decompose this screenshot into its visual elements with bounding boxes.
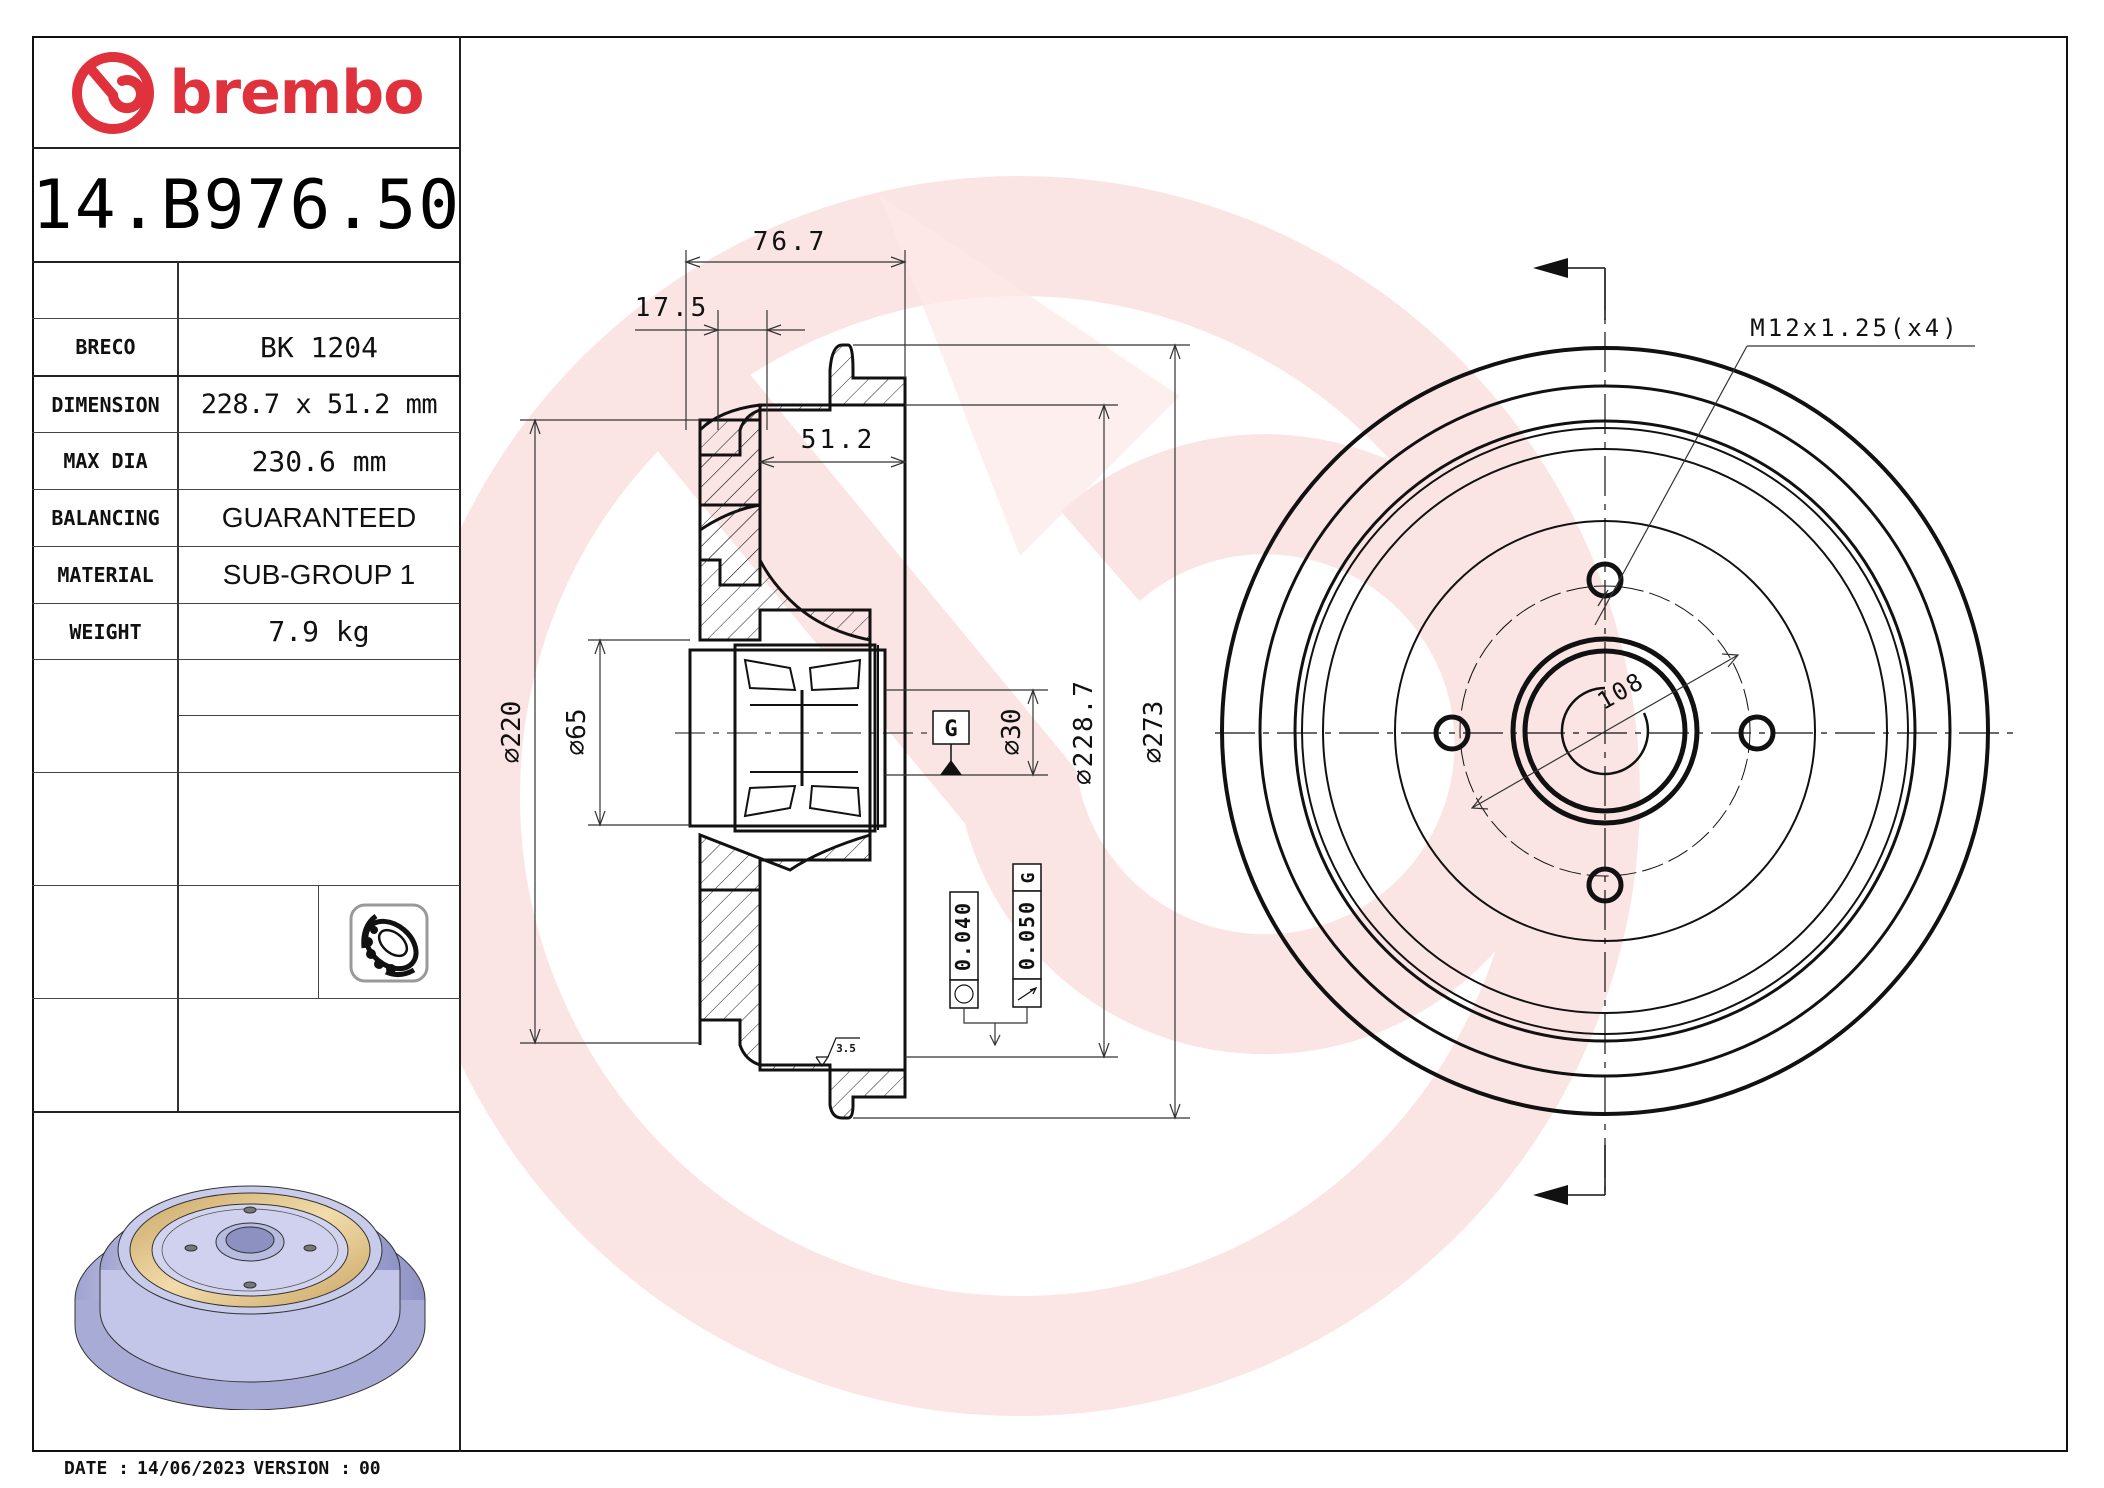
dim-51-2: 51.2 bbox=[801, 425, 876, 455]
runout-arrow-icon bbox=[1017, 986, 1038, 1001]
thread-callout: M12x1.25(x4) bbox=[1750, 314, 1959, 342]
spec-value-weight: 7.9 kg bbox=[268, 615, 370, 648]
spec-label-material: MATERIAL bbox=[57, 563, 154, 587]
table-row-line bbox=[32, 489, 460, 490]
brembo-watermark bbox=[460, 176, 1640, 1416]
surface-roughness-icon bbox=[815, 1037, 860, 1068]
version-value: 00 bbox=[358, 1458, 381, 1479]
table-row-line bbox=[32, 998, 460, 999]
diameter-symbol-icon: ⌀ bbox=[1139, 748, 1169, 764]
dim-76-7: 76.7 bbox=[753, 227, 828, 257]
spec-value-balancing: GUARANTEED bbox=[221, 502, 417, 533]
front-view: 108 M12x1.25(x4) bbox=[1215, 258, 2015, 1205]
spec-label-weight: WEIGHT bbox=[69, 619, 142, 644]
dim-dia-228-7: ⌀228.7 bbox=[1069, 679, 1099, 785]
spec-value-material: SUB-GROUP 1 bbox=[222, 559, 416, 590]
left-panel-divider bbox=[459, 36, 461, 1452]
date-value: 14/06/2023 bbox=[137, 1458, 246, 1479]
icon-cell-divider bbox=[318, 886, 319, 998]
spec-label-dimension: DIMENSION bbox=[51, 392, 160, 417]
diameter-symbol-icon: ⌀ bbox=[562, 740, 592, 756]
footer: DATE : 14/06/2023 VERSION : 00 bbox=[64, 1458, 389, 1479]
spec-value-dimension: 228.7 x 51.2 mm bbox=[200, 389, 438, 420]
dim-dia-30-value: 30 bbox=[997, 709, 1027, 740]
circularity-icon bbox=[954, 984, 974, 1004]
brake-drum-render bbox=[74, 1185, 426, 1410]
spec-value-breco: BK 1204 bbox=[259, 330, 378, 364]
dim-dia-65-value: 65 bbox=[562, 709, 592, 740]
dim-17-5: 17.5 bbox=[635, 293, 710, 323]
tolerance-datum-ref: G bbox=[1018, 873, 1039, 884]
spec-value-empty bbox=[179, 263, 459, 318]
surface-roughness: 3.5 bbox=[836, 1042, 856, 1055]
diameter-symbol-icon: ⌀ bbox=[497, 748, 527, 764]
brand-name: brembo bbox=[169, 58, 425, 128]
date-label: DATE : bbox=[64, 1458, 130, 1479]
diameter-symbol-icon: ⌀ bbox=[997, 740, 1027, 756]
datum-triangle-icon bbox=[940, 760, 962, 775]
dim-dia-273-value: 273 bbox=[1139, 701, 1169, 748]
section-view: 76.7 17.5 51.2 ⌀220 ⌀65 ⌀30 ⌀228.7 ⌀273 … bbox=[497, 227, 1190, 1120]
table-row-line bbox=[178, 715, 460, 716]
table-row-line bbox=[32, 546, 460, 547]
brand-logo: brembo bbox=[34, 38, 459, 148]
spec-label-empty bbox=[34, 263, 177, 318]
dim-dia-220: ⌀220 bbox=[497, 701, 527, 764]
table-row-line bbox=[32, 318, 460, 319]
version-label: VERSION : bbox=[253, 1458, 351, 1479]
tolerance-circularity: 0.040 bbox=[951, 901, 975, 971]
table-row-line bbox=[32, 603, 460, 604]
spec-label-balancing: BALANCING bbox=[51, 506, 160, 530]
dim-dia-220-value: 220 bbox=[497, 701, 527, 748]
part-number-divider bbox=[32, 261, 460, 263]
drawing-frame bbox=[32, 36, 2068, 1452]
datum-label: G bbox=[944, 717, 957, 742]
spec-value-max-dia: 230.6 mm bbox=[251, 444, 387, 478]
pcd-dimension: 108 bbox=[1593, 667, 1650, 716]
table-row-line bbox=[32, 432, 460, 433]
table-column-divider bbox=[177, 262, 179, 1111]
table-row-line bbox=[32, 659, 460, 660]
section-arrow-top-icon bbox=[1533, 258, 1568, 278]
part-number: 14.B976.50 bbox=[31, 165, 462, 245]
dim-dia-65: ⌀65 bbox=[562, 709, 592, 756]
diameter-symbol-icon: ⌀ bbox=[1069, 767, 1099, 785]
spec-label-breco: BRECO bbox=[75, 335, 136, 359]
dim-dia-30: ⌀30 bbox=[997, 709, 1027, 756]
brembo-disc-logo-icon bbox=[71, 52, 154, 134]
spec-label-max-dia: MAX DIA bbox=[63, 449, 148, 473]
tolerance-runout: 0.050 bbox=[1015, 900, 1039, 970]
table-row-line bbox=[32, 375, 460, 377]
wheel-bearing-icon bbox=[349, 903, 429, 983]
table-row-line bbox=[32, 1111, 460, 1113]
dim-dia-273: ⌀273 bbox=[1139, 701, 1169, 764]
table-row-line bbox=[32, 885, 460, 886]
table-row-line bbox=[32, 772, 460, 773]
section-arrow-bottom-icon bbox=[1533, 1185, 1568, 1205]
logo-row-divider bbox=[32, 147, 460, 149]
dim-dia-228-7-value: 228.7 bbox=[1069, 679, 1099, 767]
